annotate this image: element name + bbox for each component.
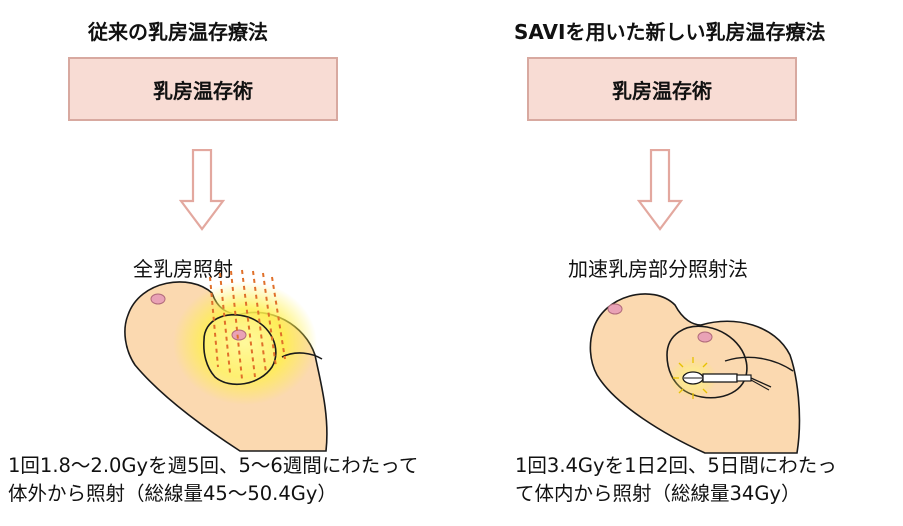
- left-surgery-label: 乳房温存術: [153, 78, 253, 103]
- left-caption: 全乳房照射: [133, 257, 233, 281]
- nipple-icon: [150, 293, 166, 305]
- right-description-line1: 1回3.4Gyを1日2回、5日間にわたっ: [515, 454, 837, 477]
- right-description-line2: て体内から照射（総線量34Gy）: [515, 482, 801, 505]
- internal-radiation-rays: [673, 357, 708, 399]
- nipple-icon: [231, 329, 247, 341]
- right-caption: 加速乳房部分照射法: [568, 257, 748, 281]
- radiation-glow: [173, 281, 317, 405]
- left-title: 従来の乳房温存療法: [88, 20, 268, 44]
- savi-applicator-icon: [682, 371, 772, 391]
- right-surgery-box: 乳房温存術: [527, 57, 797, 121]
- breast-outline: [203, 313, 277, 385]
- nipple-icon: [697, 331, 713, 343]
- left-down-arrow: [179, 149, 225, 231]
- external-beam-lines: [209, 269, 286, 380]
- left-description-line1: 1回1.8〜2.0Gyを週5回、5〜6週間にわたって: [8, 454, 419, 477]
- left-description-line2: 体外から照射（総線量45〜50.4Gy）: [8, 482, 337, 505]
- whole-breast-irradiation-illustration: [124, 269, 328, 452]
- right-description: 1回3.4Gyを1日2回、5日間にわたっ て体内から照射（総線量34Gy）: [515, 452, 837, 508]
- right-down-arrow: [637, 149, 683, 231]
- left-description: 1回1.8〜2.0Gyを週5回、5〜6週間にわたって 体外から照射（総線量45〜…: [8, 452, 418, 508]
- right-surgery-label: 乳房温存術: [612, 78, 712, 103]
- nipple-icon: [607, 303, 623, 315]
- partial-breast-irradiation-illustration: [589, 293, 801, 454]
- left-surgery-box: 乳房温存術: [68, 57, 338, 121]
- right-title: SAVIを用いた新しい乳房温存療法: [514, 20, 826, 44]
